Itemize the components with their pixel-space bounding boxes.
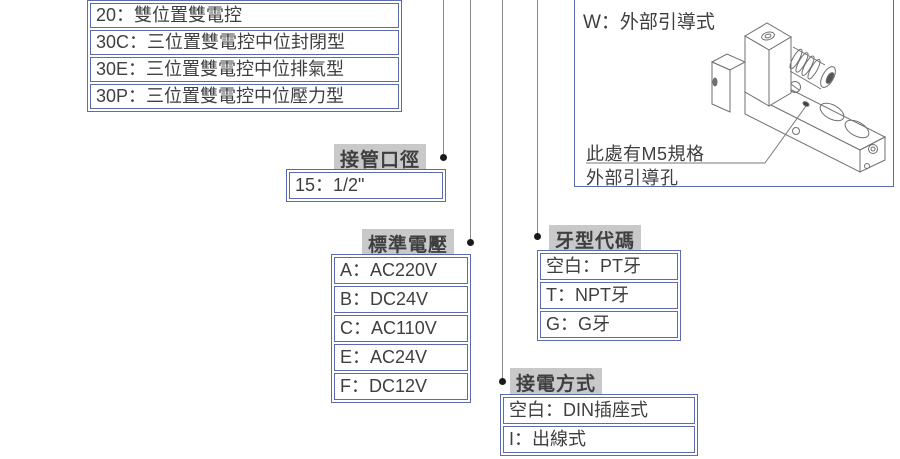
voltage-row: B：DC24V [334,286,468,313]
valve-type-row: 20：雙位置雙電控 [90,3,399,28]
port-size-table: 15：1/2" [286,169,446,202]
voltage-row: C：AC110V [334,315,468,342]
bullet-icon [499,378,506,385]
voltage-row: F：DC12V [334,373,468,400]
pilot-hole [802,101,810,107]
solenoid-block [744,22,792,107]
bullet-icon [534,233,541,240]
connector-line [502,0,503,380]
voltage-table: A：AC220V B：DC24V C：AC110V E：AC24V F：DC12… [331,254,471,403]
valve-type-row: 30C：三位置雙電控中位封閉型 [90,30,399,55]
wiring-row: I：出線式 [503,426,695,453]
bullet-icon [440,154,447,161]
wiring-label: 接電方式 [510,368,603,397]
voltage-label: 標準電壓 [362,229,455,258]
valve-isometric-drawing [586,22,887,173]
leader-line [586,105,807,164]
thread-code-row: 空白：PT牙 [540,253,678,280]
thread-code-row: G：G牙 [540,311,678,338]
valve-type-table: 20：雙位置雙電控 30C：三位置雙電控中位封閉型 30E：三位置雙電控中位排氣… [87,0,402,112]
din-connector [789,46,836,90]
thread-code-label: 牙型代碼 [549,225,642,254]
wiring-row: 空白：DIN插座式 [503,397,695,424]
thread-code-row: T：NPT牙 [540,282,678,309]
pilot-note-line1: 此處有M5規格 [586,144,705,164]
wiring-table: 空白：DIN插座式 I：出線式 [500,394,698,456]
voltage-row: E：AC24V [334,344,468,371]
voltage-row: A：AC220V [334,257,468,284]
valve-type-row: 30E：三位置雙電控中位排氣型 [90,57,399,82]
valve-type-row: 30P：三位置雙電控中位壓力型 [90,84,399,109]
connector-line [470,0,471,241]
connector-line [443,0,444,157]
connector-line [537,0,538,235]
port-size-label: 接管口徑 [334,144,427,173]
pilot-note-line2: 外部引導孔 [586,168,679,188]
bullet-icon [467,239,474,246]
pilot-code-label: W：外部引導式 [583,12,715,33]
end-block [710,53,747,113]
thread-code-table: 空白：PT牙 T：NPT牙 G：G牙 [537,250,681,341]
port-size-row: 15：1/2" [289,172,443,199]
